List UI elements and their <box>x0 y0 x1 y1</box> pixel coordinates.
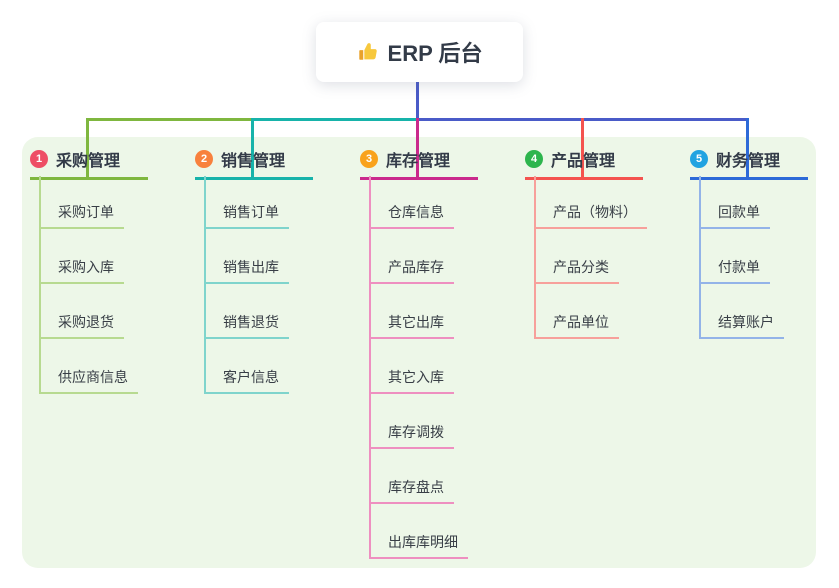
thumbs-up-icon <box>357 41 379 63</box>
branch-drop-sales <box>251 118 254 178</box>
badge-5: 5 <box>690 150 708 168</box>
item-purchase-order[interactable]: 采购订单 <box>41 176 124 229</box>
branch-drop-purchase <box>86 118 89 178</box>
item-supplier-info[interactable]: 供应商信息 <box>41 339 138 394</box>
bus-segment-teal <box>251 118 419 121</box>
branch-label: 库存管理 <box>386 153 451 170</box>
branch-header-finance[interactable]: 5 财务管理 <box>690 147 808 180</box>
branch-header-purchase[interactable]: 1 采购管理 <box>30 147 148 180</box>
item-payment-bill[interactable]: 付款单 <box>701 229 770 284</box>
branch-items-product: 产品（物料） 产品分类 产品单位 <box>534 176 647 339</box>
branches-panel <box>22 137 816 568</box>
branch-drop-finance <box>746 118 749 178</box>
branch-items-sales: 销售订单 销售出库 销售退货 客户信息 <box>204 176 289 394</box>
root-stem-line <box>416 82 419 121</box>
badge-3: 3 <box>360 150 378 168</box>
branch-drop-product <box>581 118 584 178</box>
branch-header-sales[interactable]: 2 销售管理 <box>195 147 313 180</box>
item-product-unit[interactable]: 产品单位 <box>536 284 619 339</box>
branch-items-inventory: 仓库信息 产品库存 其它出库 其它入库 库存调拨 库存盘点 出库库明细 <box>369 176 468 559</box>
root-title: ERP 后台 <box>387 41 483 66</box>
branch-label: 销售管理 <box>221 153 286 170</box>
branch-label: 产品管理 <box>551 153 616 170</box>
branch-header-inventory[interactable]: 3 库存管理 <box>360 147 478 180</box>
item-stock-transfer[interactable]: 库存调拨 <box>371 394 454 449</box>
item-sales-order[interactable]: 销售订单 <box>206 176 289 229</box>
bus-segment-green <box>86 118 254 121</box>
branch-label: 财务管理 <box>716 153 781 170</box>
badge-2: 2 <box>195 150 213 168</box>
item-product-category[interactable]: 产品分类 <box>536 229 619 284</box>
root-node[interactable]: ERP 后台 <box>316 22 523 82</box>
branch-header-product[interactable]: 4 产品管理 <box>525 147 643 180</box>
branch-label: 采购管理 <box>56 153 121 170</box>
item-other-inbound[interactable]: 其它入库 <box>371 339 454 394</box>
item-warehouse-info[interactable]: 仓库信息 <box>371 176 454 229</box>
item-other-outbound[interactable]: 其它出库 <box>371 284 454 339</box>
item-sales-outbound[interactable]: 销售出库 <box>206 229 289 284</box>
item-sales-return[interactable]: 销售退货 <box>206 284 289 339</box>
branch-items-finance: 回款单 付款单 结算账户 <box>699 176 784 339</box>
branch-items-purchase: 采购订单 采购入库 采购退货 供应商信息 <box>39 176 138 394</box>
item-purchase-return[interactable]: 采购退货 <box>41 284 124 339</box>
branch-drop-inventory <box>416 118 419 178</box>
badge-4: 4 <box>525 150 543 168</box>
item-outbound-detail[interactable]: 出库库明细 <box>371 504 468 559</box>
badge-1: 1 <box>30 150 48 168</box>
item-stock-count[interactable]: 库存盘点 <box>371 449 454 504</box>
item-product-stock[interactable]: 产品库存 <box>371 229 454 284</box>
item-settlement-account[interactable]: 结算账户 <box>701 284 784 339</box>
item-receipt-bill[interactable]: 回款单 <box>701 176 770 229</box>
item-product-material[interactable]: 产品（物料） <box>536 176 647 229</box>
item-customer-info[interactable]: 客户信息 <box>206 339 289 394</box>
item-purchase-inbound[interactable]: 采购入库 <box>41 229 124 284</box>
